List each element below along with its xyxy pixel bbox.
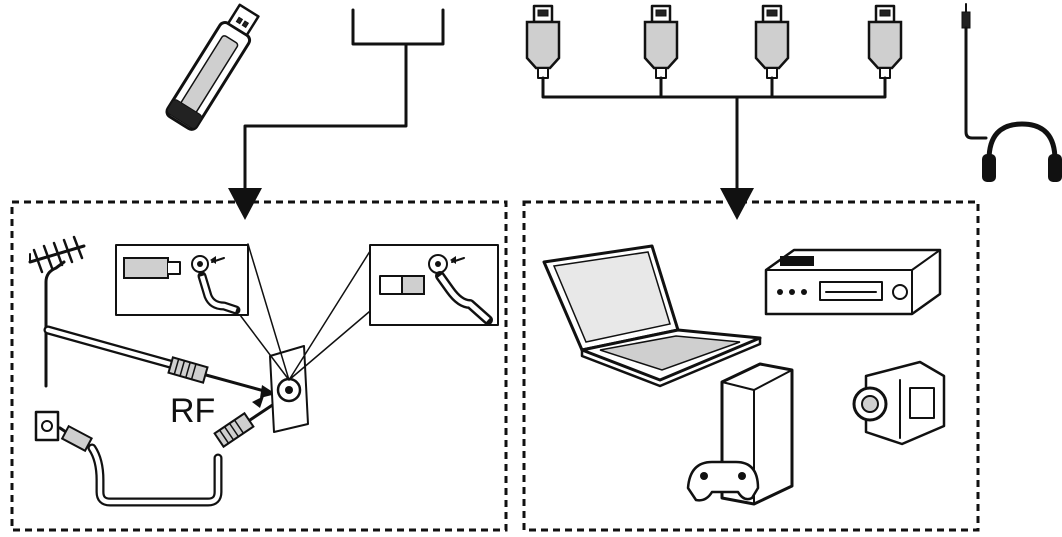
dvd-player-icon <box>764 248 942 316</box>
antenna-icon <box>28 235 86 388</box>
usb-connection-line <box>228 42 408 220</box>
arrow-down-icon <box>228 188 262 220</box>
antenna-cable <box>43 325 276 398</box>
hdmi-plug-1-icon <box>525 4 561 79</box>
rf-plug-detail-2 <box>369 244 499 326</box>
laptop-icon <box>542 244 762 388</box>
arrow-down-icon <box>720 188 754 220</box>
rf-label: RF <box>170 392 215 430</box>
slot-bracket-icon <box>351 8 445 46</box>
rf-plug-detail-1 <box>115 244 249 316</box>
hdmi-devices-box <box>522 200 980 532</box>
hdmi-plug-2-icon <box>643 4 679 79</box>
wall-cable <box>58 396 276 507</box>
hdmi-plug-3-icon <box>754 4 790 79</box>
game-controller-icon <box>686 460 760 502</box>
camcorder-icon <box>852 360 946 446</box>
headphones-icon <box>982 121 1062 182</box>
antenna-connection-box <box>10 200 508 532</box>
audio-jack-icon <box>961 3 988 140</box>
hdmi-connection-line <box>541 76 887 220</box>
wall-socket-icon <box>34 410 60 442</box>
usb-stick-icon <box>165 3 260 131</box>
zoom-callout-lines <box>239 243 377 381</box>
hdmi-plug-4-icon <box>867 4 903 79</box>
